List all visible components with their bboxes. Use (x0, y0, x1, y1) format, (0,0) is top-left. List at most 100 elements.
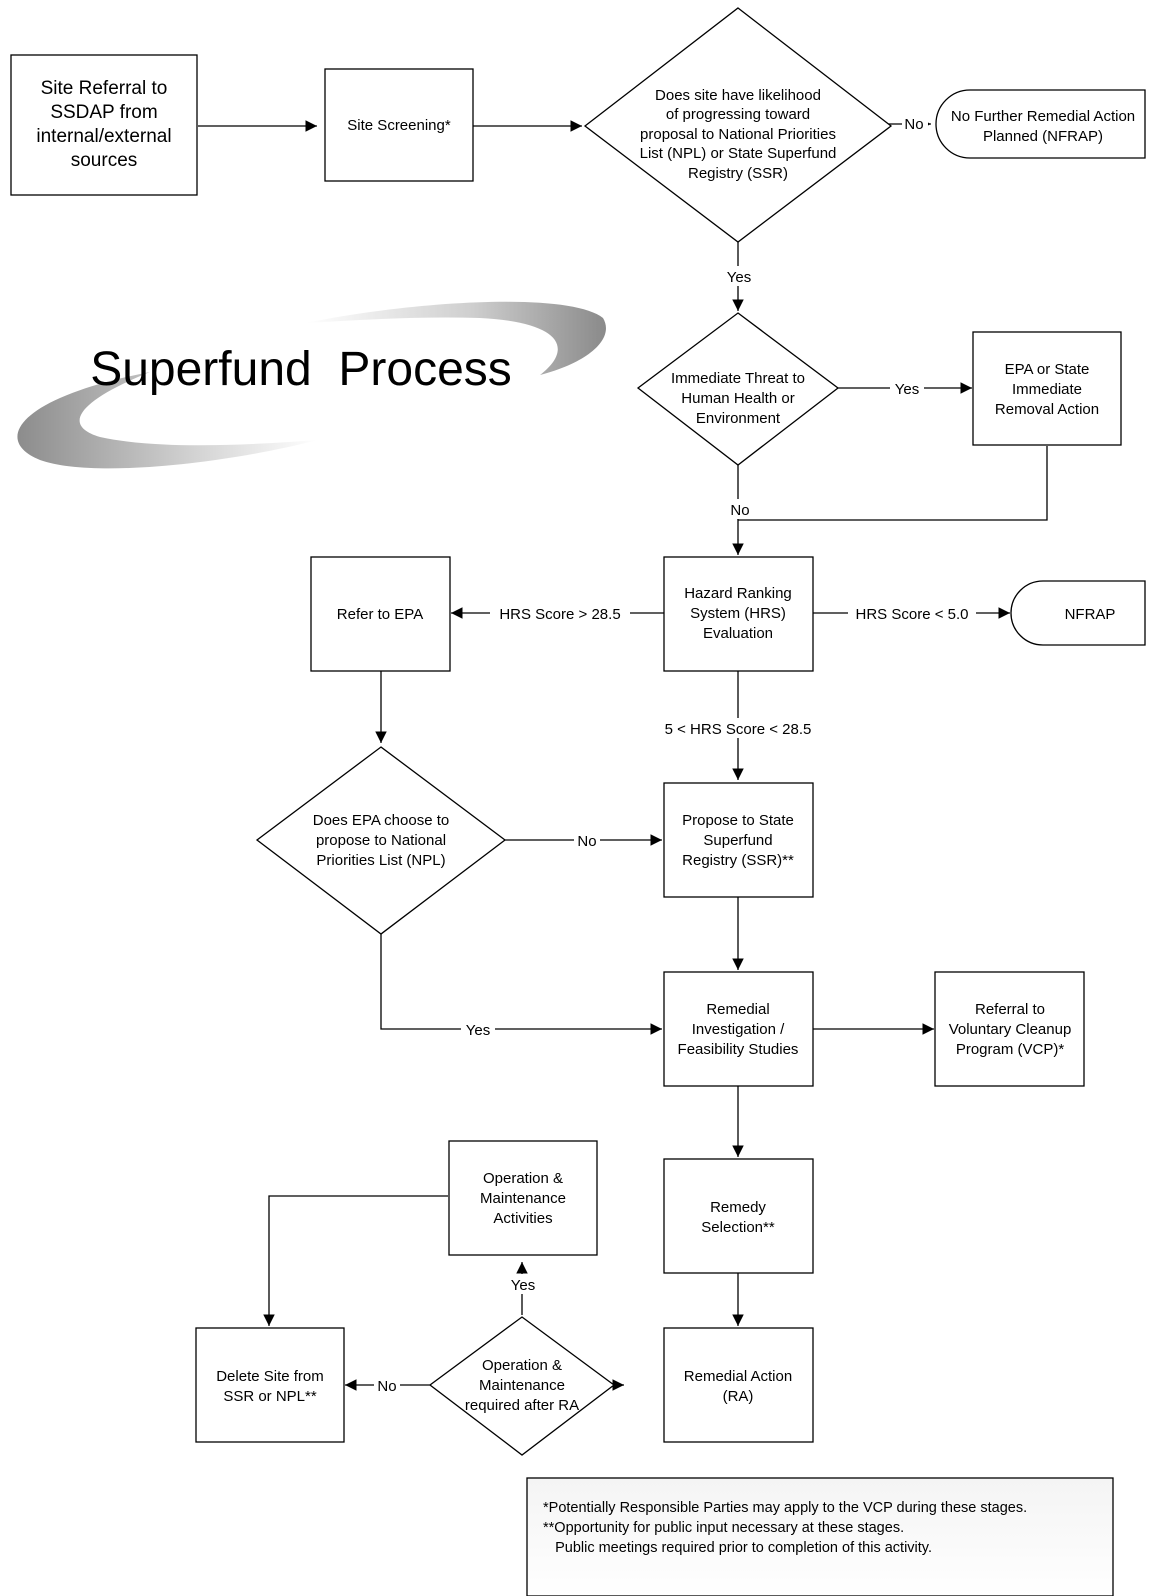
threat-decision (636, 312, 840, 466)
edge-labels: No Yes Yes No HRS Score > 28.5 HRS Score… (374, 114, 976, 1395)
likelihood-decision-text: Does site have likelihood of progressing… (640, 87, 837, 182)
hrs-line: Hazard Ranking (684, 585, 792, 602)
propose-ssr-line: Superfund (703, 832, 772, 849)
vcp-referral-text: Referral to Voluntary Cleanup Program (V… (949, 1001, 1072, 1058)
hrs-evaluation-box (663, 556, 814, 672)
removal-line: Immediate (1012, 381, 1082, 398)
nfrap-terminal-top (935, 89, 1146, 159)
remedy-selection-box (663, 1158, 814, 1274)
nfrap-top-line: Planned (NFRAP) (983, 128, 1103, 145)
om-decision-text: Operation & Maintenance required after R… (465, 1357, 579, 1414)
vcp-line: Program (VCP)* (956, 1041, 1065, 1058)
notes-box (526, 1477, 1114, 1596)
edge-label-hrs-mid: 5 < HRS Score < 28.5 (665, 721, 812, 738)
delete-site-line: SSR or NPL** (223, 1388, 317, 1405)
vcp-line: Referral to (975, 1001, 1045, 1018)
edge-label-hrs-high: HRS Score > 28.5 (499, 606, 620, 623)
page-title: Superfund Process (90, 343, 512, 396)
refer-epa-box (310, 556, 451, 672)
om-decision-line: Operation & (482, 1357, 562, 1374)
remedial-action-line: Remedial Action (684, 1368, 792, 1385)
removal-action-box (972, 331, 1122, 446)
propose-ssr-box (663, 782, 814, 898)
edge-label-yes-top: Yes (727, 269, 751, 286)
likelihood-line: Does site have likelihood (655, 87, 821, 104)
note-line: Public meetings required prior to comple… (543, 1540, 932, 1556)
delete-site-line: Delete Site from (216, 1368, 324, 1385)
hrs-evaluation-text: Hazard Ranking System (HRS) Evaluation (684, 585, 792, 642)
site-referral-line: Site Referral to (41, 78, 168, 99)
om-decision-line: Maintenance (479, 1377, 565, 1394)
likelihood-line: of progressing toward (666, 106, 810, 123)
epa-decision-line: Does EPA choose to (313, 812, 449, 829)
note-line: *Potentially Responsible Parties may app… (543, 1500, 1027, 1516)
edge-label-no-top: No (904, 116, 923, 133)
site-screening-box (324, 68, 474, 182)
edge-label-no-epa: No (577, 833, 596, 850)
ri-fs-line: Remedial (706, 1001, 769, 1018)
nfrap-top-text: No Further Remedial Action Planned (NFRA… (951, 108, 1135, 145)
nfrap-top-line: No Further Remedial Action (951, 108, 1135, 125)
om-decision (428, 1316, 616, 1456)
removal-line: EPA or State (1005, 361, 1090, 378)
om-activities-line: Activities (493, 1210, 552, 1227)
notes-text: *Potentially Responsible Parties may app… (543, 1500, 1027, 1556)
remedy-selection-text: Remedy Selection** (701, 1199, 775, 1236)
remedial-action-text: Remedial Action (RA) (684, 1368, 792, 1405)
ri-fs-line: Feasibility Studies (678, 1041, 799, 1058)
likelihood-line: Registry (SSR) (688, 165, 788, 182)
delete-site-text: Delete Site from SSR or NPL** (216, 1368, 324, 1405)
ri-fs-line: Investigation / (692, 1021, 785, 1038)
likelihood-decision (583, 7, 893, 243)
site-referral-line: SSDAP from (50, 102, 157, 123)
propose-ssr-line: Propose to State (682, 812, 794, 829)
nfrap-terminal-mid (1010, 580, 1146, 646)
removal-action-text: EPA or State Immediate Removal Action (995, 361, 1099, 418)
edge-label-yes-threat: Yes (895, 381, 919, 398)
threat-line: Environment (696, 410, 781, 427)
edge-label-yes-epa: Yes (466, 1022, 490, 1039)
site-referral-line: internal/external (36, 126, 171, 147)
propose-ssr-line: Registry (SSR)** (682, 852, 794, 869)
connectors (198, 118, 1048, 1391)
om-activities-line: Maintenance (480, 1190, 566, 1207)
site-referral-box (10, 54, 198, 196)
edge-label-no-threat: No (730, 502, 749, 519)
remedial-action-line: (RA) (723, 1388, 754, 1405)
hrs-line: Evaluation (703, 625, 773, 642)
epa-decision-line: Priorities List (NPL) (316, 852, 445, 869)
ri-fs-box (663, 971, 814, 1087)
epa-decision (255, 746, 507, 935)
refer-epa-text: Refer to EPA (337, 606, 423, 623)
threat-line: Immediate Threat to (671, 370, 805, 387)
removal-line: Removal Action (995, 401, 1099, 418)
edge-label-hrs-low: HRS Score < 5.0 (856, 606, 969, 623)
remedy-line: Remedy (710, 1199, 766, 1216)
nfrap-mid-text: NFRAP (1065, 606, 1116, 623)
vcp-referral-box (934, 971, 1085, 1087)
om-activities-box (448, 1140, 598, 1256)
ri-fs-text: Remedial Investigation / Feasibility Stu… (678, 1001, 799, 1058)
likelihood-line: List (NPL) or State Superfund (640, 145, 837, 162)
site-referral-text: Site Referral to SSDAP from internal/ext… (36, 78, 171, 171)
om-activities-line: Operation & (483, 1170, 563, 1187)
edge-label-no-om: No (377, 1378, 396, 1395)
om-activities-text: Operation & Maintenance Activities (480, 1170, 566, 1227)
edge-label-yes-om: Yes (511, 1277, 535, 1294)
vcp-line: Voluntary Cleanup (949, 1021, 1072, 1038)
threat-line: Human Health or (681, 390, 794, 407)
remedy-line: Selection** (701, 1219, 775, 1236)
epa-decision-text: Does EPA choose to propose to National P… (313, 812, 449, 869)
propose-ssr-text: Propose to State Superfund Registry (SSR… (682, 812, 794, 869)
hrs-line: System (HRS) (690, 605, 786, 622)
note-line: **Opportunity for public input necessary… (543, 1520, 904, 1536)
site-screening-text: Site Screening* (347, 117, 451, 134)
title-swoosh (17, 301, 606, 469)
delete-site-box (195, 1327, 345, 1443)
likelihood-line: proposal to National Priorities (640, 126, 836, 143)
remedial-action-box (663, 1327, 814, 1443)
threat-decision-text: Immediate Threat to Human Health or Envi… (671, 370, 805, 427)
epa-decision-line: propose to National (316, 832, 446, 849)
site-referral-line: sources (71, 150, 138, 171)
